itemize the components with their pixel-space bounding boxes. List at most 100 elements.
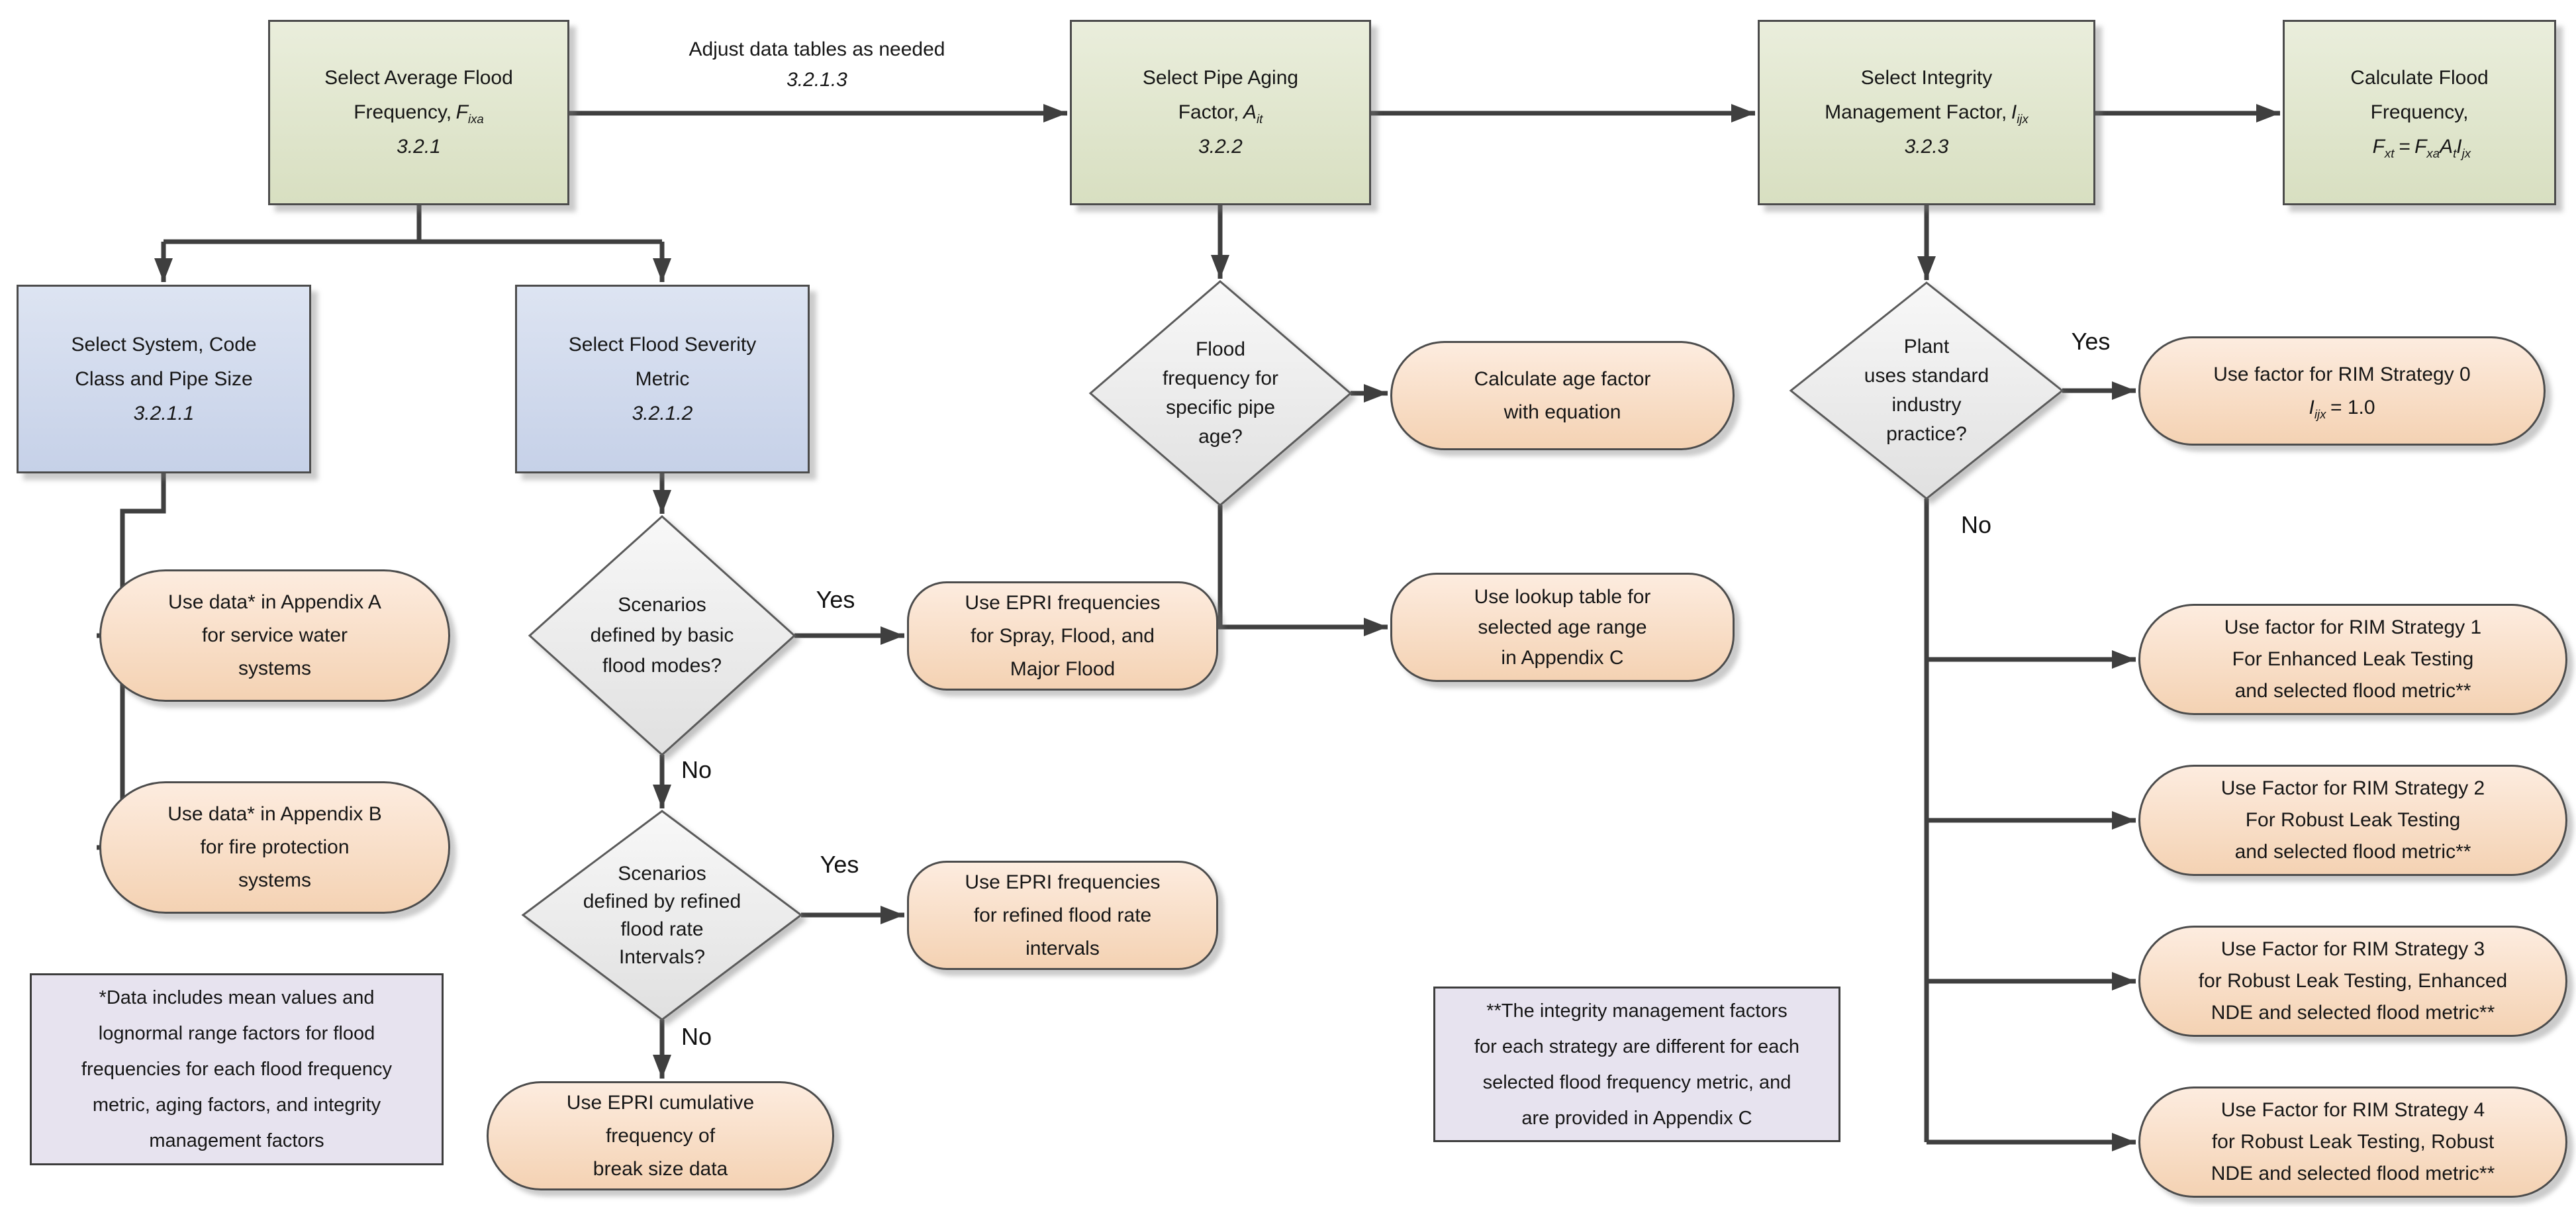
result-rim-strategy-4: Use Factor for RIM Strategy 4 for Robust… [2138, 1086, 2567, 1198]
result-line: Use EPRI frequencies [965, 871, 1161, 893]
result-age-lookup-table: Use lookup table for selected age range … [1390, 573, 1735, 682]
result-line: for service water [201, 624, 348, 646]
decision-flood-frequency-pipe-age: Flood frequency for specific pipe age? [1088, 279, 1353, 508]
annotation-adjust-tables: Adjust data tables as needed 3.2.1.3 [618, 34, 1016, 95]
result-line: break size data [593, 1157, 728, 1180]
result-line: Use EPRI cumulative [566, 1091, 755, 1114]
result-line: Use factor for RIM Strategy 1 [2224, 616, 2482, 638]
step-ref: 3.2.1 [397, 136, 441, 158]
result-formula: Iijx= 1.0 [2309, 396, 2375, 421]
step-line: Select Flood Severity [568, 333, 757, 356]
note-line: for each strategy are different for each [1474, 1036, 1800, 1057]
result-line: NDE and selected flood metric** [2211, 1163, 2495, 1184]
decision-text: Plant uses standard industry practice? [1864, 336, 1989, 445]
result-age-factor-equation: Calculate age factor with equation [1390, 341, 1735, 450]
result-line: Use data* in Appendix B [167, 803, 382, 825]
note-line: management factors [149, 1130, 324, 1151]
result-rim-strategy-3: Use Factor for RIM Strategy 3 for Robust… [2138, 926, 2567, 1037]
step-line: Select Integrity [1860, 67, 1993, 89]
step-line: Calculate Flood [2350, 67, 2489, 89]
result-rim-strategy-2: Use Factor for RIM Strategy 2 For Robust… [2138, 765, 2567, 876]
result-line: selected age range [1478, 616, 1647, 638]
annotation-text: Adjust data tables as needed [689, 38, 945, 60]
result-line: Use factor for RIM Strategy 0 [2213, 363, 2471, 385]
result-appendix-a: Use data* in Appendix A for service wate… [99, 569, 450, 702]
result-line: NDE and selected flood metric** [2211, 1002, 2495, 1024]
result-rim-strategy-1: Use factor for RIM Strategy 1 For Enhanc… [2138, 604, 2567, 715]
decision-refined-flood-rate-intervals: Scenarios defined by refined flood rate … [520, 808, 804, 1022]
decision-text: Scenarios defined by basic flood modes? [590, 594, 734, 677]
result-line: with equation [1503, 401, 1621, 423]
result-line: for Robust Leak Testing, Robust [2211, 1131, 2495, 1153]
result-line: Use data* in Appendix A [168, 591, 381, 613]
result-line: Use EPRI frequencies [965, 591, 1161, 614]
note-imf-footnote: **The integrity management factors for e… [1433, 987, 1840, 1142]
label-yes-practice: Yes [2071, 328, 2111, 355]
note-line: *Data includes mean values and [99, 987, 375, 1008]
note-line: **The integrity management factors [1486, 1000, 1788, 1022]
note-line: frequencies for each flood frequency [81, 1059, 393, 1080]
result-line: frequency of [605, 1124, 716, 1147]
result-epri-cumulative: Use EPRI cumulative frequency of break s… [487, 1081, 834, 1190]
result-line: for Spray, Flood, and [971, 624, 1155, 647]
step-line: Factor,Ait [1178, 101, 1263, 126]
step-line: Select System, Code [71, 333, 257, 356]
result-line: intervals [1026, 937, 1100, 959]
result-epri-basic-modes: Use EPRI frequencies for Spray, Flood, a… [907, 581, 1218, 691]
step-select-pipe-aging-factor: Select Pipe Aging Factor,Ait 3.2.2 [1070, 20, 1371, 205]
annotation-ref: 3.2.1.3 [787, 69, 847, 91]
step-select-flood-severity-metric: Select Flood Severity Metric 3.2.1.2 [515, 285, 810, 473]
diamond-shape [521, 810, 803, 1021]
label-no-basic-modes: No [681, 756, 712, 783]
decision-standard-industry-practice: Plant uses standard industry practice? [1788, 280, 2065, 501]
result-line: For Robust Leak Testing [2245, 809, 2461, 831]
step-select-integrity-management-factor: Select Integrity Management Factor,Iijx … [1758, 20, 2095, 205]
note-line: lognormal range factors for flood [98, 1023, 375, 1044]
result-line: in Appendix C [1501, 646, 1624, 669]
result-line: Use lookup table for [1474, 585, 1651, 608]
step-ref: 3.2.3 [1904, 136, 1949, 158]
step-ref: 3.2.2 [1198, 136, 1243, 158]
decision-text: Scenarios defined by refined flood rate … [583, 862, 741, 968]
label-yes-basic-modes: Yes [816, 586, 855, 613]
result-appendix-b: Use data* in Appendix B for fire protect… [99, 781, 450, 914]
decision-text: Flood frequency for specific pipe age? [1162, 338, 1279, 448]
diamond-shape [1789, 281, 2064, 500]
result-epri-refined-intervals: Use EPRI frequencies for refined flood r… [907, 861, 1218, 970]
result-line: Calculate age factor [1474, 367, 1651, 390]
result-line: Use Factor for RIM Strategy 4 [2220, 1099, 2485, 1121]
label-no-refined: No [681, 1023, 712, 1050]
result-rim-strategy-0: Use factor for RIM Strategy 0 Iijx= 1.0 [2138, 336, 2546, 446]
result-line: and selected flood metric** [2234, 841, 2471, 863]
arrow-pipeage-lookup [1217, 505, 1388, 636]
result-line: systems [238, 869, 311, 891]
diamond-shape [528, 514, 796, 757]
label-yes-refined: Yes [820, 851, 859, 878]
step-select-average-flood-frequency: Select Average Flood Frequency,Fixa 3.2.… [268, 20, 569, 205]
line-g1-split [164, 205, 662, 244]
step-line: Select Pipe Aging [1142, 67, 1299, 89]
result-line: systems [238, 657, 311, 679]
step-ref: 3.2.1.1 [133, 402, 195, 424]
result-line: Use Factor for RIM Strategy 3 [2220, 938, 2485, 960]
note-data-footnote: *Data includes mean values and lognormal… [30, 973, 444, 1165]
result-line: for fire protection [200, 836, 350, 858]
step-line: Select Average Flood [324, 67, 513, 89]
result-line: Major Flood [1010, 657, 1116, 680]
step-line: Management Factor,Iijx [1825, 101, 2028, 126]
step-line: Class and Pipe Size [75, 367, 253, 390]
step-calculate-flood-frequency: Calculate Flood Frequency, Fxt=FxaAtIjx [2283, 20, 2556, 205]
result-line: Use Factor for RIM Strategy 2 [2220, 777, 2485, 799]
note-line: selected flood frequency metric, and [1482, 1071, 1791, 1093]
step-line: Metric [635, 367, 690, 390]
decision-basic-flood-modes: Scenarios defined by basic flood modes? [527, 514, 797, 757]
note-line: metric, aging factors, and integrity [92, 1094, 381, 1116]
step-formula: Fxt=FxaAtIjx [2372, 136, 2471, 160]
note-line: are provided in Appendix C [1521, 1107, 1752, 1129]
result-line: for refined flood rate [973, 904, 1152, 926]
result-line: and selected flood metric** [2234, 680, 2471, 702]
diamond-shape [1088, 280, 1353, 507]
step-line: Frequency,Fixa [354, 101, 484, 126]
